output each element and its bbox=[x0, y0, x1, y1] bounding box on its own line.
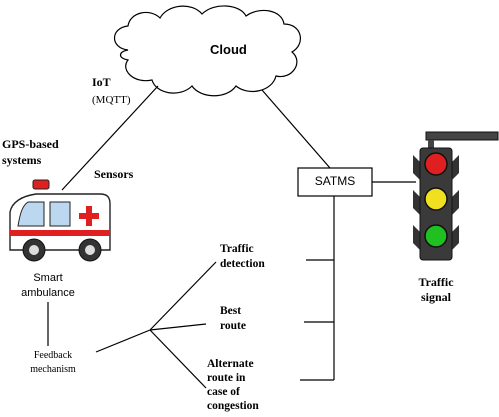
alternate-route-line2: route in bbox=[207, 372, 246, 384]
alternate-route-line4: congestion bbox=[207, 400, 259, 412]
satms-label: SATMS bbox=[314, 174, 356, 188]
gps-label-line2: systems bbox=[2, 153, 42, 167]
traffic-signal-icon bbox=[413, 131, 499, 261]
mqtt-label: (MQTT) bbox=[92, 94, 131, 106]
fork-best-route bbox=[149, 323, 207, 331]
ambulance-label-line2: ambulance bbox=[21, 287, 75, 299]
alternate-route-line1: Alternate bbox=[207, 358, 254, 370]
feedback-label-line1: Feedback bbox=[33, 350, 73, 361]
gps-label-line1: GPS-based bbox=[2, 137, 59, 151]
cloud-satms-link bbox=[261, 89, 331, 169]
traffic-detection-line2: detection bbox=[220, 258, 265, 270]
cloud-ambulance-link bbox=[61, 85, 159, 191]
ambulance-stripe bbox=[10, 230, 110, 236]
signal-green-light bbox=[424, 224, 448, 248]
traffic-signal-label-line2: signal bbox=[420, 290, 451, 304]
fork-alternate bbox=[149, 329, 207, 389]
fork-detection bbox=[149, 261, 217, 331]
sensors-label: Sensors bbox=[94, 167, 134, 181]
ambulance-cross-h bbox=[79, 213, 99, 219]
siren-light bbox=[32, 179, 50, 190]
signal-red-light bbox=[424, 152, 448, 176]
fork-feedback-link bbox=[95, 329, 151, 353]
signal-yellow-light bbox=[424, 187, 448, 211]
cloud-shape bbox=[113, 5, 301, 97]
alternate-route-line3: case of bbox=[207, 386, 240, 398]
satms-box bbox=[297, 167, 373, 197]
iot-label: IoT bbox=[92, 75, 111, 89]
ambulance-window-front bbox=[17, 201, 45, 227]
signal-arm bbox=[425, 131, 499, 141]
connection-lines bbox=[47, 85, 416, 389]
best-route-line1: Best bbox=[220, 305, 242, 317]
cloud-label: Cloud bbox=[210, 42, 247, 57]
ambulance-label-line1: Smart bbox=[33, 272, 63, 284]
ambulance-icon bbox=[9, 179, 111, 262]
feedback-label-line2: mechanism bbox=[30, 364, 76, 375]
best-route-line2: route bbox=[220, 320, 246, 332]
traffic-signal-label-line1: Traffic bbox=[418, 275, 454, 289]
ambulance-window-side bbox=[49, 201, 71, 227]
traffic-detection-line1: Traffic bbox=[220, 243, 254, 255]
